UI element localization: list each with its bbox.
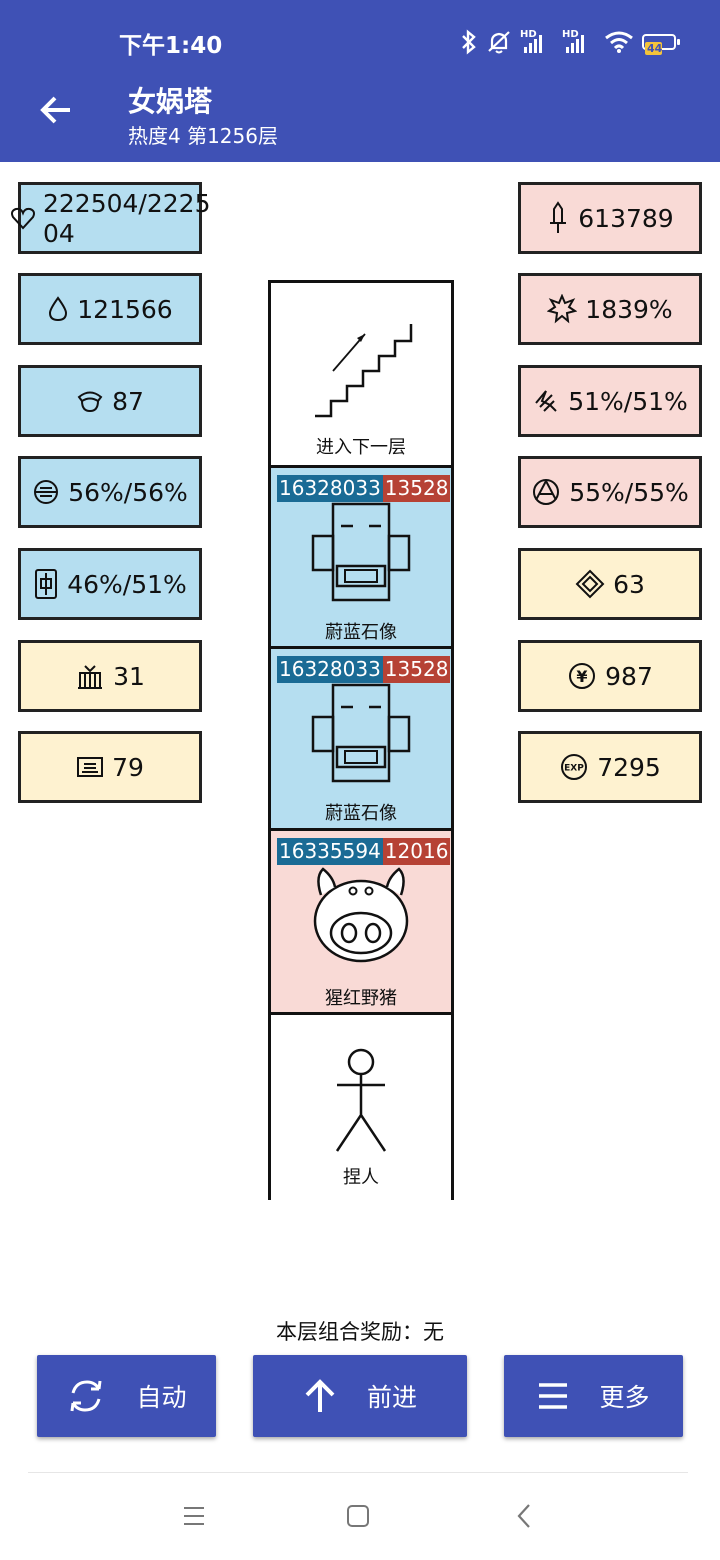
stick-figure-icon: [335, 1048, 387, 1152]
stat-crit-rate-value: 51%/51%: [568, 386, 688, 416]
auto-button-label: 自动: [136, 1383, 187, 1412]
back-nav-icon[interactable]: [512, 1500, 536, 1532]
mute-icon: [488, 31, 510, 54]
stat-defense-value: 87: [112, 386, 144, 416]
auto-button[interactable]: 自动: [37, 1355, 216, 1437]
enemy-attack: 13528: [382, 656, 451, 683]
enemy-attack: 12016: [382, 838, 451, 865]
stat-defense: 87: [18, 365, 202, 437]
stat-gem-value: 63: [613, 569, 645, 599]
enemy-name: 蔚蓝石像: [325, 622, 397, 643]
more-button[interactable]: 更多: [504, 1355, 683, 1437]
tower-cell-player[interactable]: 捏人: [271, 1012, 451, 1200]
svg-text:¥: ¥: [577, 667, 588, 686]
svg-text:EXP: EXP: [564, 764, 584, 774]
enemy-hp: 16335594: [277, 838, 383, 865]
enemy-attack: 13528: [382, 475, 451, 502]
app-bar: 下午1:40 HD HD 44 女娲塔 热度4 第1256层: [0, 0, 720, 162]
eye-shield-icon: [34, 480, 59, 504]
enemy-hp: 16328033: [277, 656, 383, 683]
burst-icon: [547, 294, 578, 324]
stat-crit-damage-value: 1839%: [585, 294, 673, 324]
critical-icon: [535, 390, 557, 412]
stone-statue-icon: [311, 683, 411, 783]
refresh-icon: [70, 1380, 102, 1412]
stat-castle-value: 31: [113, 661, 145, 691]
stat-exp: EXP 7295: [518, 731, 702, 803]
battery-icon: 44: [642, 34, 680, 55]
stat-crit-rate: 51%/51%: [518, 365, 702, 437]
stat-castle: 31: [18, 640, 202, 712]
stat-hp-value: 222504/222504: [43, 189, 211, 248]
stat-scroll-value: 79: [112, 752, 144, 782]
floor-reward-text: 本层组合奖励：无: [276, 1320, 444, 1344]
phone-shield-icon: [35, 569, 58, 599]
menu-icon: [539, 1383, 568, 1409]
status-time: 下午1:40: [119, 33, 223, 59]
forward-button-label: 前进: [366, 1383, 417, 1412]
stat-magic-resist-value: 56%/56%: [68, 477, 188, 507]
stat-block: 46%/51%: [18, 548, 202, 620]
signal-1-icon: HD: [520, 29, 554, 53]
stat-scroll: 79: [18, 731, 202, 803]
stone-statue-icon: [311, 502, 411, 602]
page-title: 女娲塔: [128, 85, 213, 118]
castle-icon: [78, 665, 103, 689]
nav-divider: [28, 1472, 688, 1473]
tower-cell-stairs[interactable]: 进入下一层: [271, 283, 451, 465]
back-arrow-icon[interactable]: [38, 92, 74, 128]
stat-gold: ¥ 987: [518, 640, 702, 712]
stat-mp-value: 121566: [77, 294, 173, 324]
stat-crit-damage: 1839%: [518, 273, 702, 345]
wifi-icon: [605, 31, 633, 53]
yen-coin-icon: ¥: [569, 663, 596, 689]
helmet-icon: [77, 391, 103, 413]
page-subtitle: 热度4 第1256层: [128, 124, 278, 148]
stat-pierce-value: 55%/55%: [569, 477, 689, 507]
status-icons: HD HD 44: [460, 28, 680, 56]
stat-hp: 222504/222504: [11, 182, 210, 254]
more-button-label: 更多: [599, 1383, 650, 1412]
recent-apps-icon[interactable]: [182, 1500, 206, 1532]
stat-gem: 63: [518, 548, 702, 620]
pierce-icon: [533, 479, 560, 505]
scroll-icon: [77, 757, 104, 777]
signal-2-icon: HD: [562, 29, 596, 53]
enemy-name: 蔚蓝石像: [325, 803, 397, 824]
arrow-up-icon: [305, 1379, 335, 1412]
home-icon[interactable]: [345, 1500, 371, 1532]
wild-boar-icon: [313, 867, 409, 963]
stairs-label: 进入下一层: [316, 437, 406, 458]
enemy-hp: 16328033: [277, 475, 383, 502]
forward-button[interactable]: 前进: [253, 1355, 467, 1437]
bluetooth-icon: [462, 29, 476, 55]
stat-magic-resist: 56%/56%: [18, 456, 202, 528]
stat-block-value: 46%/51%: [67, 569, 187, 599]
stat-pierce: 55%/55%: [518, 456, 702, 528]
sword-icon: [550, 201, 567, 233]
stat-attack-value: 613789: [578, 203, 674, 233]
diamond-icon: [575, 569, 605, 599]
stat-mp: 121566: [18, 273, 202, 345]
exp-icon: EXP: [561, 754, 588, 780]
stat-gold-value: 987: [605, 661, 653, 691]
heart-icon: [11, 207, 35, 230]
enemy-name: 猩红野猪: [325, 988, 397, 1009]
drop-icon: [49, 296, 68, 322]
stat-exp-value: 7295: [597, 752, 661, 782]
player-label: 捏人: [343, 1167, 379, 1188]
stairs-icon: [315, 324, 413, 418]
stat-attack: 613789: [518, 182, 702, 254]
